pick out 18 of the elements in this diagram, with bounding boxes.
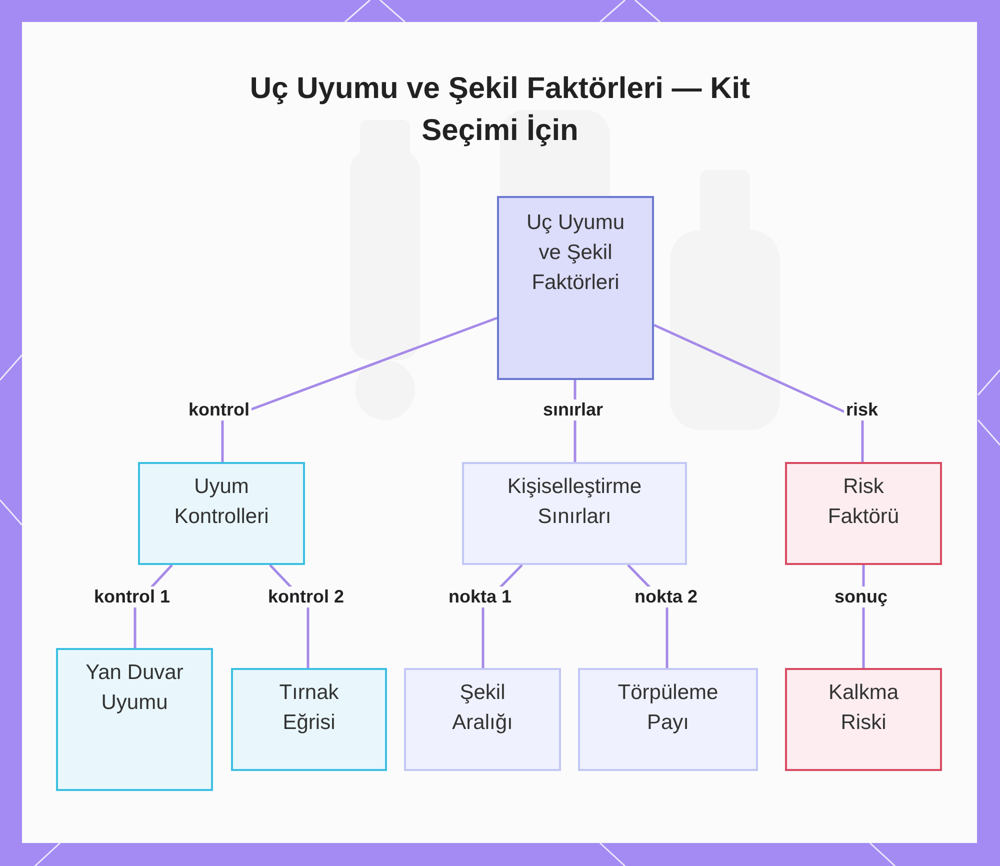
process-box: Kişiselleştirme Sınırları — [462, 462, 687, 565]
process-box: Uyum Kontrolleri — [138, 462, 305, 565]
process-box: Törpüleme Payı — [578, 668, 758, 771]
process-box: Kalkma Riski — [785, 668, 942, 771]
process-box: Risk Faktörü — [785, 462, 942, 565]
root-box: Uç Uyumu ve Şekil Faktörleri — [497, 196, 654, 380]
process-box: Tırnak Eğrisi — [231, 668, 387, 771]
diagram-title: Uç Uyumu ve Şekil Faktörleri — Kit Seçimi İçin — [248, 71, 752, 149]
connector-line — [221, 316, 498, 462]
edge-label: kontrol 2 — [266, 586, 346, 608]
process-box: Yan Duvar Uyumu — [56, 648, 213, 791]
edge-label: sınırlar — [540, 400, 606, 420]
connector-line — [653, 324, 864, 462]
edge-label: kontrol — [186, 400, 252, 420]
process-box: Şekil Aralığı — [404, 668, 561, 771]
edge-label: kontrol 1 — [92, 586, 172, 608]
edge-label: risk — [844, 400, 880, 420]
edge-label: sonuç — [832, 586, 890, 608]
